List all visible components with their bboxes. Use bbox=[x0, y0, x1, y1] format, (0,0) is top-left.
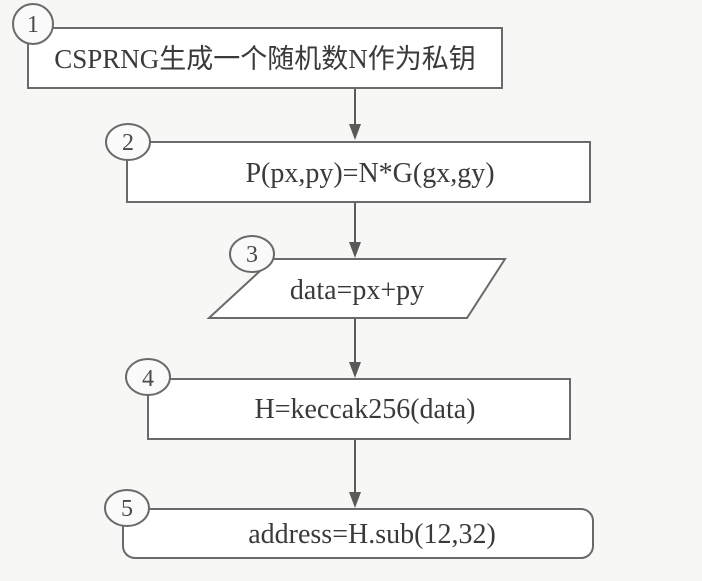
step-3-parallelogram bbox=[206, 258, 507, 319]
step-4-number: 4 bbox=[142, 366, 154, 392]
step-3: data=px+py 3 bbox=[206, 235, 507, 319]
step-2-box bbox=[126, 141, 591, 203]
step-2-badge bbox=[105, 123, 151, 161]
edge-4-5 bbox=[349, 439, 361, 508]
step-4-box bbox=[147, 378, 571, 440]
step-4-badge bbox=[125, 358, 171, 396]
step-3-badge bbox=[229, 235, 275, 273]
step-4-label: H=keccak256(data) bbox=[254, 394, 475, 425]
step-4: H=keccak256(data) 4 bbox=[125, 358, 571, 440]
edges bbox=[349, 88, 361, 508]
step-5-box bbox=[122, 508, 594, 559]
step-1-badge bbox=[12, 3, 54, 45]
step-5: address=H.sub(12,32) 5 bbox=[104, 489, 594, 559]
step-3-label: data=px+py bbox=[290, 275, 424, 306]
step-2-label: P(px,py)=N*G(gx,gy) bbox=[245, 158, 494, 189]
edge-1-2 bbox=[349, 88, 361, 140]
step-1-number: 1 bbox=[27, 12, 39, 38]
step-1-label: CSPRNG生成一个随机数N作为私钥 bbox=[54, 44, 476, 74]
step-1-box bbox=[27, 27, 503, 89]
step-3-number: 3 bbox=[246, 242, 258, 268]
edge-3-4 bbox=[349, 318, 361, 378]
edge-2-3 bbox=[349, 202, 361, 258]
step-2: P(px,py)=N*G(gx,gy) 2 bbox=[105, 123, 591, 203]
step-2-number: 2 bbox=[122, 130, 134, 156]
step-5-label: address=H.sub(12,32) bbox=[248, 519, 496, 550]
step-5-badge bbox=[104, 489, 150, 527]
step-1: CSPRNG生成一个随机数N作为私钥 1 bbox=[12, 3, 503, 89]
step-5-number: 5 bbox=[121, 496, 133, 522]
